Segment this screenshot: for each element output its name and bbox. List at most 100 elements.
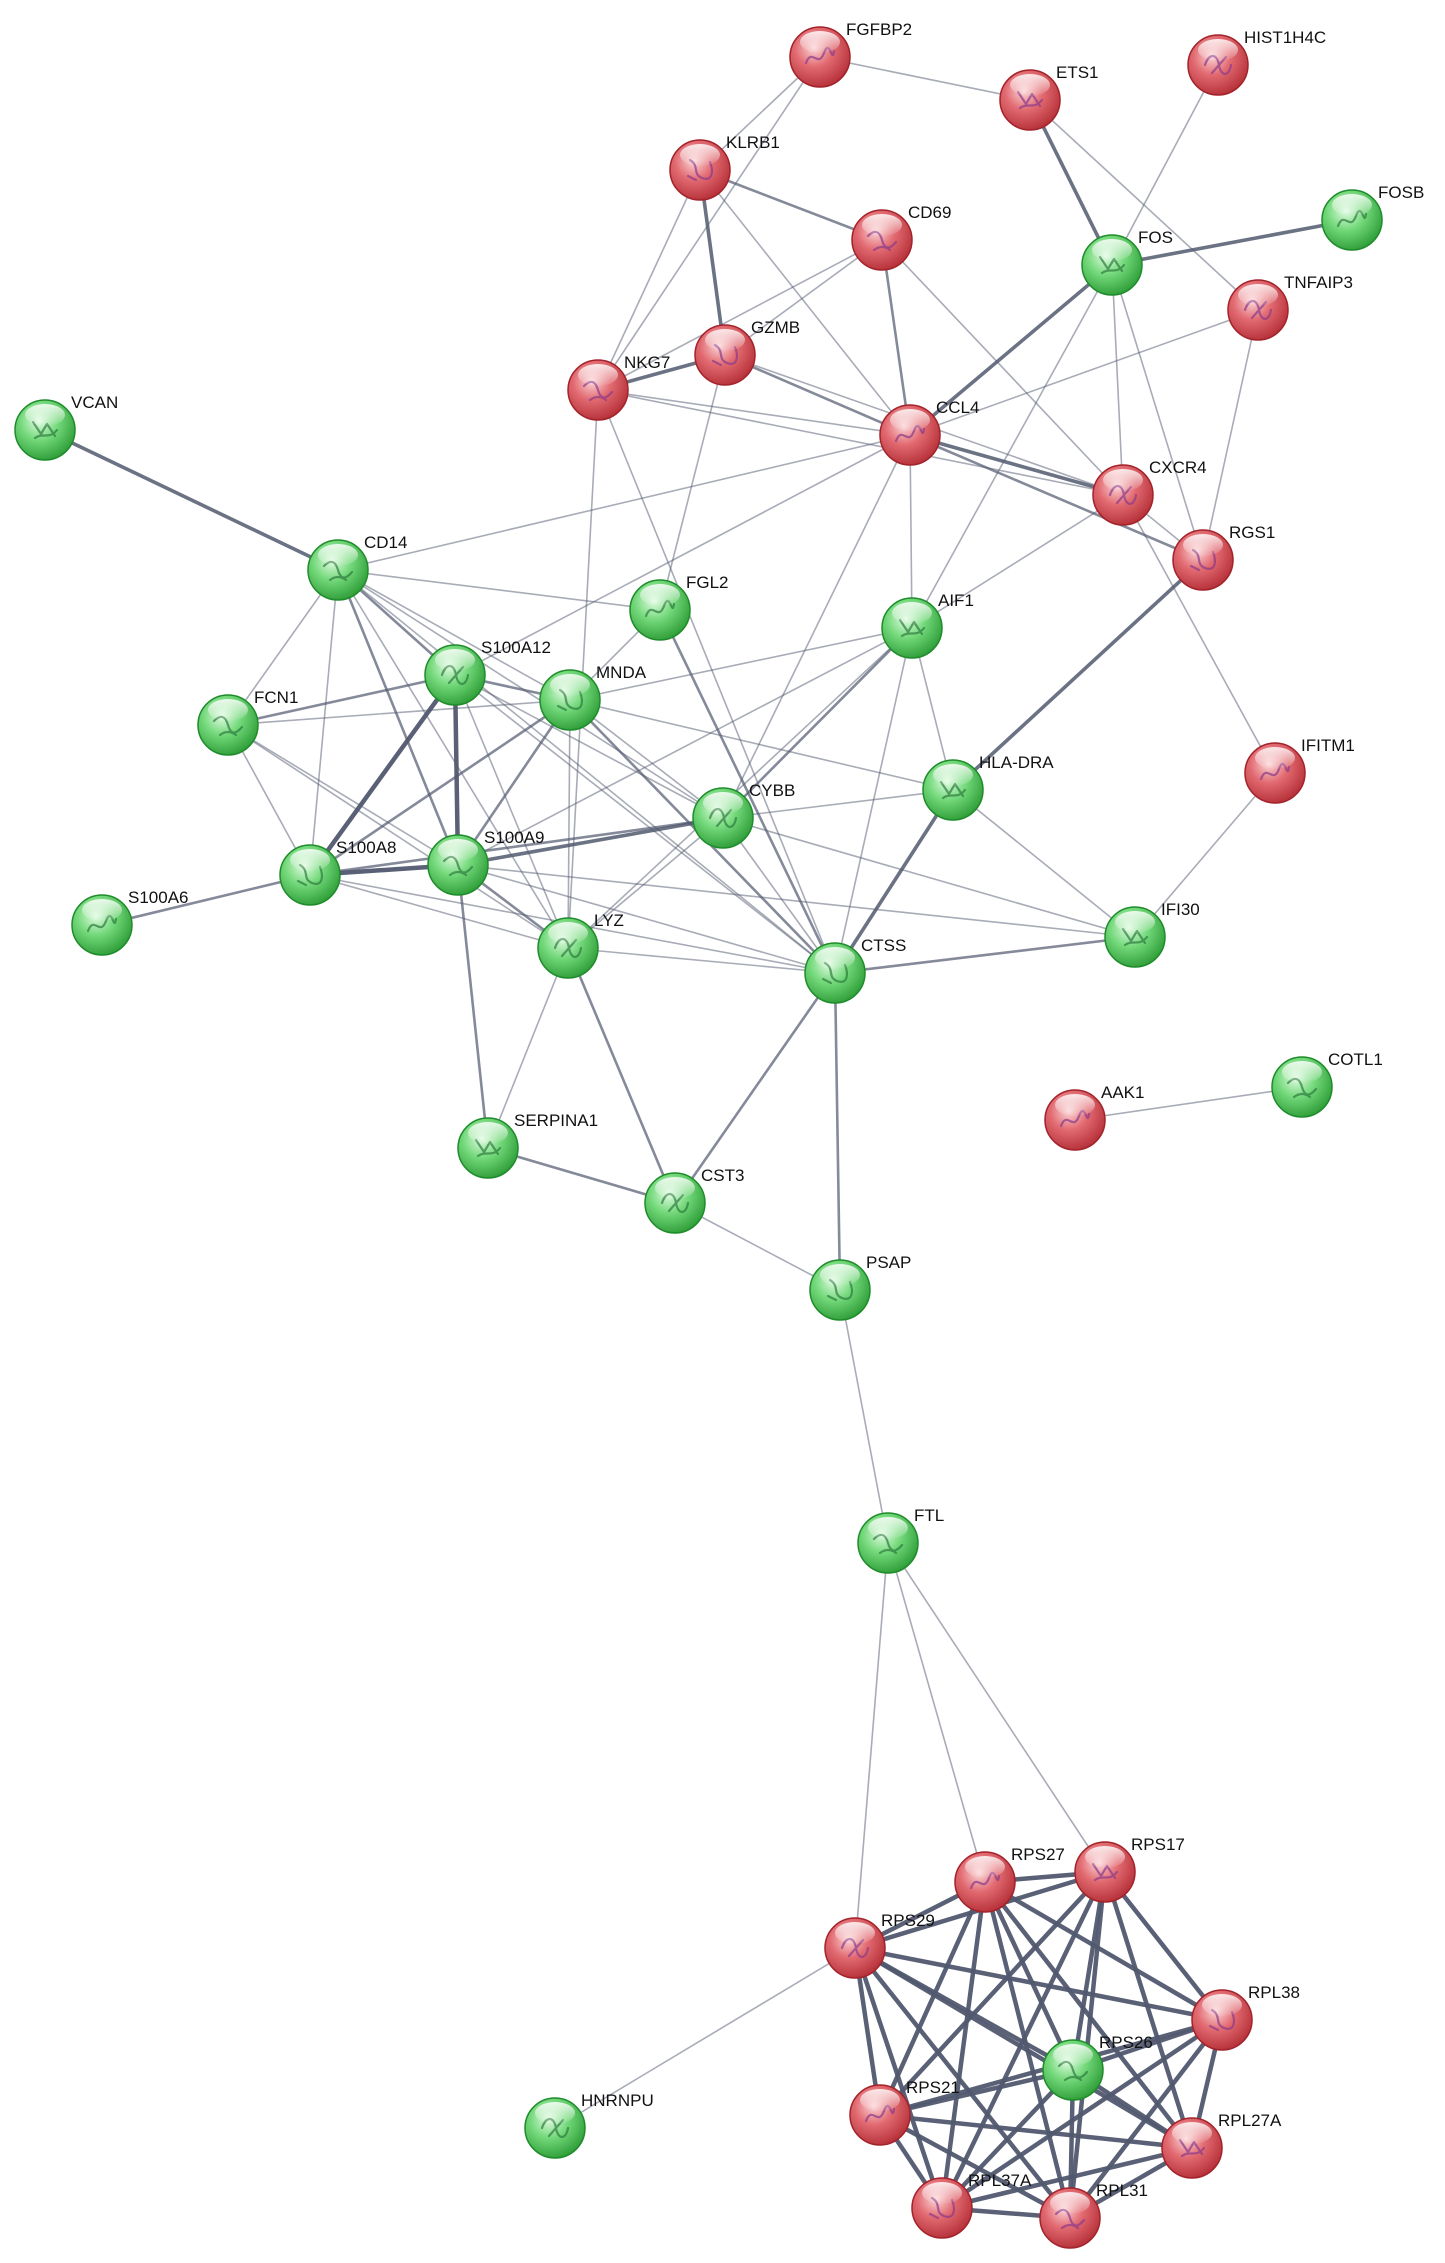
node-vcan[interactable]: VCAN [14, 393, 118, 461]
edge-fos-ccl4 [908, 263, 1114, 437]
protein-structure-icon [1059, 1109, 1091, 1128]
edge-lyz-serpina1 [487, 947, 569, 1149]
edge-aif1-s100a9 [457, 627, 913, 866]
edge-ccl4-rgs1 [908, 433, 1205, 562]
node-label: S100A9 [484, 828, 545, 847]
node-gloss [800, 31, 840, 53]
node-aif1[interactable]: AIF1 [881, 591, 974, 659]
edge-s100a8-s100a6 [100, 873, 312, 927]
edge-s100a12-s100a9 [452, 672, 461, 868]
node-label: S100A12 [481, 638, 551, 657]
node-hist1h4c[interactable]: HIST1H4C [1187, 28, 1326, 96]
node-cd69[interactable]: CD69 [851, 203, 951, 271]
node-tnfaip3[interactable]: TNFAIP3 [1227, 273, 1353, 341]
edge-cd69-cxcr4 [881, 239, 1124, 496]
node-s100a9[interactable]: S100A9 [427, 828, 545, 896]
node-hnrnpu[interactable]: HNRNPU [524, 2091, 654, 2159]
node-cxcr4[interactable]: CXCR4 [1092, 458, 1207, 526]
node-ifitm1[interactable]: IFITM1 [1244, 736, 1355, 804]
edge-aif1-mnda [569, 627, 913, 701]
edge-klrb1-gzmb [698, 168, 727, 357]
node-s100a12[interactable]: S100A12 [424, 638, 551, 706]
edge-mnda-s100a8 [308, 698, 572, 877]
node-label: GZMB [751, 318, 800, 337]
node-cybb[interactable]: CYBB [692, 781, 795, 849]
edge-lyz-cst3 [566, 946, 677, 1205]
node-label: VCAN [71, 393, 118, 412]
node-gloss [965, 1856, 1005, 1878]
edge-cxcr4-ifitm1 [1122, 494, 1276, 774]
node-label: RPS29 [881, 1911, 935, 1930]
edge-s100a12-ctss [454, 674, 836, 974]
node-rpl38[interactable]: RPL38 [1191, 1983, 1300, 2051]
node-gloss [548, 922, 588, 944]
node-rpl31[interactable]: RPL31 [1039, 2181, 1148, 2249]
node-ctss[interactable]: CTSS [804, 936, 906, 1004]
edge-s100a12-s100a8 [307, 672, 458, 878]
node-fcn1[interactable]: FCN1 [197, 688, 298, 756]
node-gloss [1055, 1094, 1095, 1116]
node-rps29[interactable]: RPS29 [824, 1911, 935, 1979]
node-gloss [862, 214, 902, 236]
node-nkg7[interactable]: NKG7 [567, 353, 670, 421]
node-fos[interactable]: FOS [1081, 228, 1173, 296]
node-label: RPS27 [1011, 1845, 1065, 1864]
node-ets1[interactable]: ETS1 [999, 63, 1099, 131]
node-gloss [1183, 534, 1223, 556]
node-label: IFITM1 [1301, 736, 1355, 755]
node-rps26[interactable]: RPS26 [1042, 2033, 1153, 2101]
node-label: RPS17 [1131, 1835, 1185, 1854]
node-gzmb[interactable]: GZMB [694, 318, 800, 386]
node-cotl1[interactable]: COTL1 [1271, 1050, 1383, 1118]
edge-s100a9-ctss [457, 864, 836, 974]
node-gloss [1115, 911, 1155, 933]
node-gloss [892, 602, 932, 624]
node-rgs1[interactable]: RGS1 [1172, 523, 1275, 591]
node-cst3[interactable]: CST3 [644, 1166, 744, 1234]
node-fgl2[interactable]: FGL2 [629, 573, 729, 641]
node-rps17[interactable]: RPS17 [1074, 1835, 1185, 1903]
node-rps21[interactable]: RPS21 [849, 2078, 960, 2146]
edge-s100a9-ifi30 [457, 864, 1136, 938]
node-ifi30[interactable]: IFI30 [1104, 900, 1200, 968]
node-mnda[interactable]: MNDA [539, 663, 647, 731]
node-fosb[interactable]: FOSB [1321, 183, 1424, 251]
edge-klrb1-nkg7 [597, 169, 701, 391]
node-label: TNFAIP3 [1284, 273, 1353, 292]
edge-psap-ftl [839, 1289, 889, 1544]
node-label: S100A6 [128, 888, 189, 907]
node-gloss [868, 1517, 908, 1539]
node-label: AIF1 [938, 591, 974, 610]
node-psap[interactable]: PSAP [809, 1253, 911, 1321]
node-gloss [318, 544, 358, 566]
node-lyz[interactable]: LYZ [537, 911, 624, 979]
node-fgfbp2[interactable]: FGFBP2 [789, 20, 912, 88]
edge-rps17-rps21 [877, 1869, 1108, 2118]
edge-tnfaip3-ccl4 [909, 309, 1259, 436]
node-gloss [703, 792, 743, 814]
node-rpl27a[interactable]: RPL27A [1161, 2111, 1282, 2179]
node-serpina1[interactable]: SERPINA1 [457, 1111, 598, 1179]
node-rps27[interactable]: RPS27 [954, 1845, 1065, 1913]
node-hla-dra[interactable]: HLA-DRA [922, 753, 1054, 821]
node-s100a8[interactable]: S100A8 [279, 838, 397, 906]
node-aak1[interactable]: AAK1 [1044, 1083, 1144, 1151]
edge-rps27-rpl38 [982, 1879, 1225, 2023]
edge-ccl4-cybb [722, 434, 911, 819]
node-klrb1[interactable]: KLRB1 [669, 133, 780, 201]
edge-cd14-mnda [337, 569, 571, 701]
node-ftl[interactable]: FTL [857, 1506, 944, 1574]
node-rpl37a[interactable]: RPL37A [911, 2171, 1032, 2239]
edge-rgs1-hla-dra [951, 558, 1205, 792]
node-ccl4[interactable]: CCL4 [879, 398, 979, 466]
node-cd14[interactable]: CD14 [307, 533, 407, 601]
edge-s100a12-cybb [454, 674, 724, 819]
node-s100a6[interactable]: S100A6 [71, 888, 189, 956]
node-gloss [1092, 239, 1132, 261]
edge-rps29-rpl38 [852, 1945, 1225, 2023]
edge-fos-fosb [1110, 218, 1354, 267]
edge-ftl-rps29 [854, 1542, 889, 1949]
node-gloss [1103, 469, 1143, 491]
node-label: LYZ [594, 911, 624, 930]
edge-fos-cxcr4 [1111, 264, 1124, 496]
